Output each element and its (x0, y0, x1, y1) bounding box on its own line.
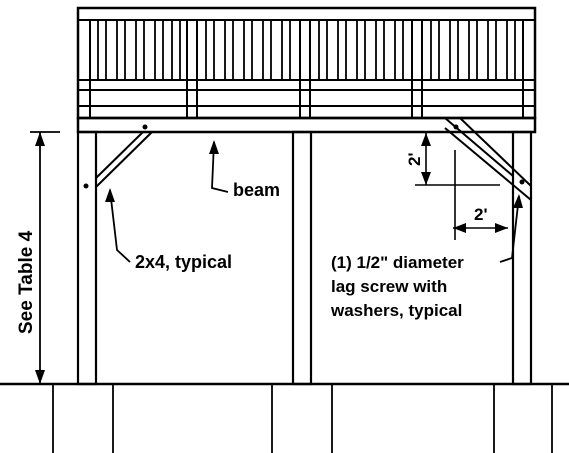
lag-screw-label-1: (1) 1/2" diameter (331, 253, 464, 272)
lag-screw-label-2: lag screw with (331, 277, 447, 296)
railing-posts (77, 19, 536, 119)
drawing-lines (0, 6, 569, 453)
leaders (109, 141, 520, 263)
height-dimension (30, 131, 60, 384)
left-brace (95, 131, 153, 188)
horizontal-dimension-label: 2' (474, 205, 488, 224)
screw-dots (83, 124, 525, 189)
top-rail (77, 7, 536, 21)
vertical-dimension-label: 2' (405, 153, 424, 167)
balusters (97, 19, 516, 81)
beam-label: beam (233, 180, 280, 200)
lag-screw-label-3: washers, typical (330, 301, 462, 320)
footings (52, 384, 553, 453)
right-brace (444, 117, 532, 201)
brace-label: 2x4, typical (135, 252, 232, 272)
see-table-label: See Table 4 (16, 230, 37, 334)
railing-frame (76, 6, 537, 120)
arrowheads (35, 132, 523, 384)
